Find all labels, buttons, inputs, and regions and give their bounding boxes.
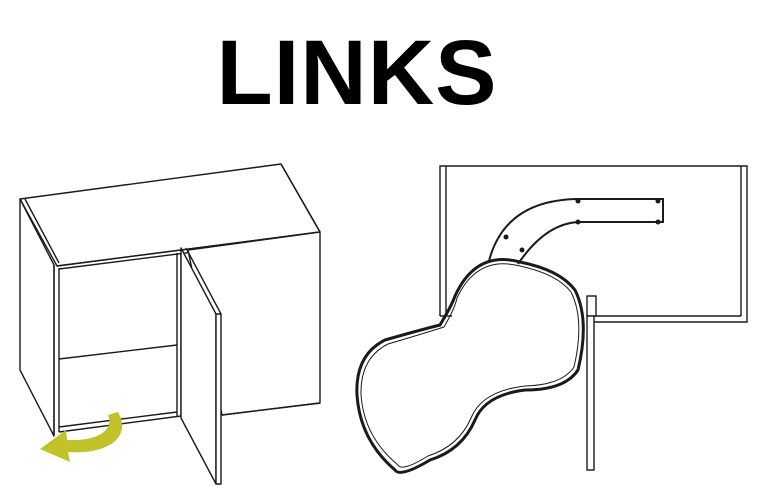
swing-arrow-icon bbox=[40, 412, 123, 462]
cabinet-perspective bbox=[19, 163, 321, 485]
page-title: LINKS bbox=[216, 22, 498, 124]
carousel-top-view bbox=[355, 165, 748, 474]
